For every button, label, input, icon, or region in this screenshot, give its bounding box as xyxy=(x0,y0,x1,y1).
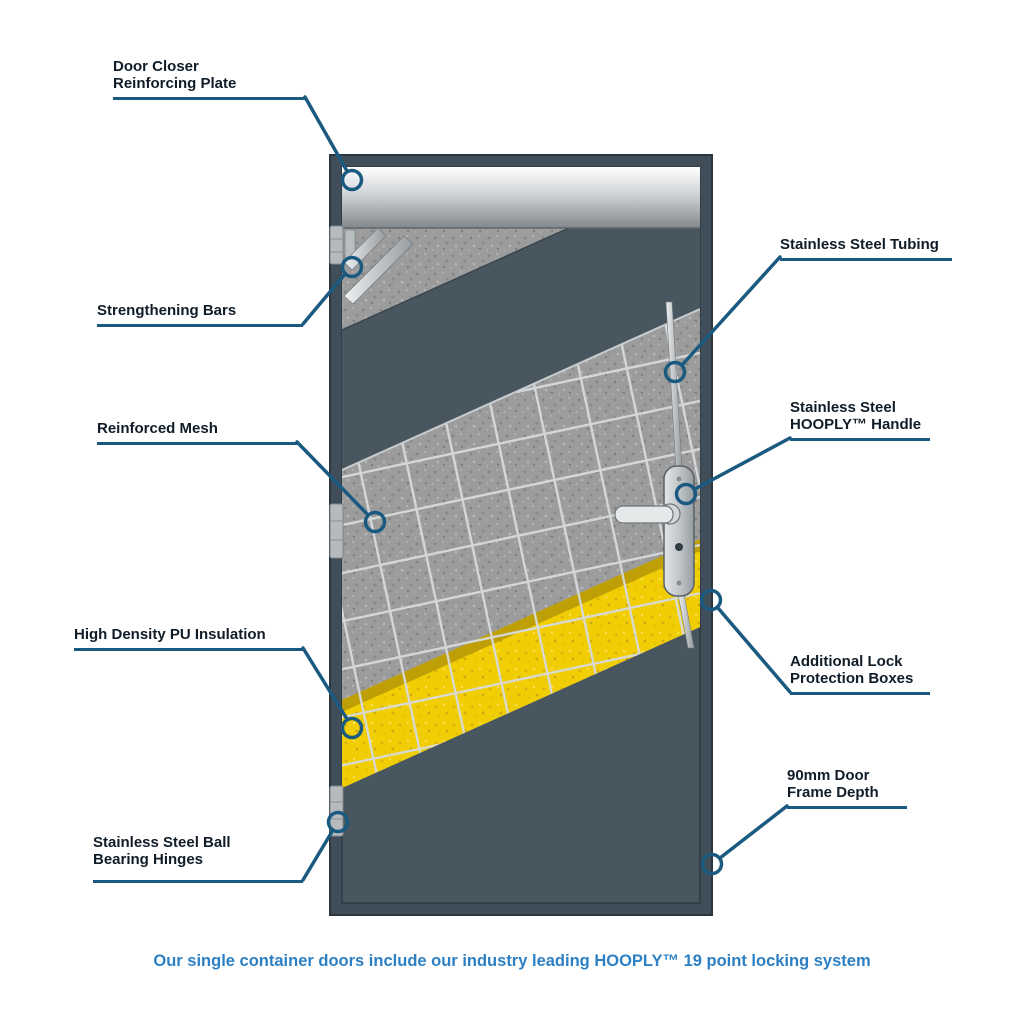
footer-caption: Our single container doors include our i… xyxy=(153,952,871,970)
line-reinforced-mesh xyxy=(295,440,370,517)
line-lock-protection xyxy=(716,606,792,694)
line-tubing xyxy=(680,255,782,367)
hinge-middle xyxy=(329,503,344,559)
marker-tubing xyxy=(663,360,687,384)
label-pu-insulation: High Density PU Insulation xyxy=(74,626,303,651)
line-handle xyxy=(693,436,792,491)
line-door-closer xyxy=(303,95,349,173)
label-frame-depth: 90mm Door Frame Depth xyxy=(787,767,907,809)
label-ball-bearing-hinges: Stainless Steel Ball Bearing Hinges xyxy=(93,834,303,883)
marker-frame-depth xyxy=(700,852,724,876)
marker-pu-insulation xyxy=(340,716,364,740)
door-face-band xyxy=(342,169,700,470)
hinge-top xyxy=(329,225,344,265)
label-door-closer-reinforcing-plate: Door Closer Reinforcing Plate xyxy=(113,58,305,100)
label-strengthening-bars: Strengthening Bars xyxy=(97,302,303,327)
door-cutaway-layers xyxy=(342,167,700,788)
face-cut-edge xyxy=(342,308,700,471)
marker-handle xyxy=(674,482,698,506)
marker-hinges xyxy=(326,810,350,834)
marker-reinforced-mesh xyxy=(363,510,387,534)
marker-door-closer xyxy=(340,168,364,192)
marker-lock-protection xyxy=(699,588,723,612)
line-pu-insulation xyxy=(301,646,349,721)
marker-strengthening-bars xyxy=(340,255,364,279)
callout-lines xyxy=(295,95,792,882)
door-closer-reinforcing-plate xyxy=(342,167,700,228)
label-hooply-handle: Stainless Steel HOOPLY™ Handle xyxy=(790,399,930,441)
line-strengthening-bars xyxy=(301,272,347,326)
hooply-handle xyxy=(614,465,695,597)
label-lock-protection-boxes: Additional Lock Protection Boxes xyxy=(790,653,930,695)
handle-lever xyxy=(614,505,674,524)
keyhole xyxy=(675,543,683,551)
line-frame-depth xyxy=(718,804,789,860)
callout-markers xyxy=(326,168,724,876)
label-reinforced-mesh: Reinforced Mesh xyxy=(97,420,297,445)
pu-insulation-edge xyxy=(342,539,700,712)
line-hinges xyxy=(301,828,335,882)
pu-insulation-layer xyxy=(342,539,700,788)
label-stainless-steel-tubing: Stainless Steel Tubing xyxy=(780,236,952,261)
